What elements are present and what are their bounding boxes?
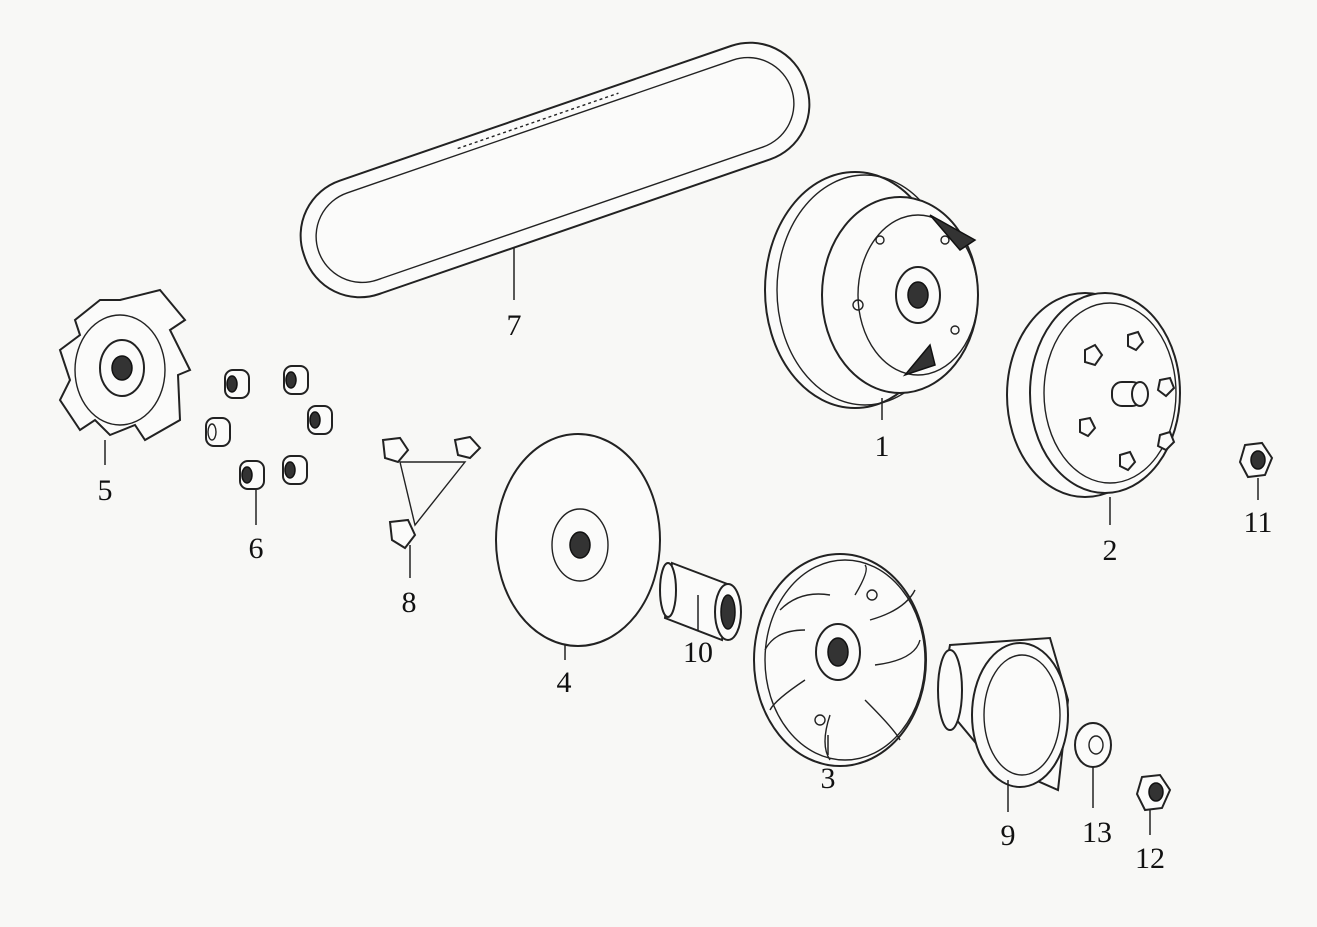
weight-rollers: [205, 365, 333, 490]
label-part-2: 2: [1103, 534, 1118, 567]
label-part-13: 13: [1082, 816, 1112, 849]
label-part-10: 10: [683, 636, 713, 669]
drive-belt: [299, 41, 811, 299]
collar-bushing: [659, 561, 742, 642]
drive-plate: [495, 433, 661, 647]
label-part-3: 3: [821, 762, 836, 795]
label-part-12: 12: [1135, 842, 1165, 875]
label-part-8: 8: [402, 586, 417, 619]
label-part-6: 6: [249, 532, 264, 565]
label-part-1: 1: [875, 430, 890, 463]
label-part-9: 9: [1001, 819, 1016, 852]
fixed-face-cup: [937, 636, 1070, 792]
nut-11: [1238, 441, 1274, 479]
clutch-assembly: [764, 171, 979, 409]
ramp-plate: [58, 288, 192, 442]
leader-lines: [104, 248, 1259, 835]
sliders: [381, 435, 482, 550]
label-part-5: 5: [98, 474, 113, 507]
clutch-bell: [1006, 292, 1181, 498]
label-part-4: 4: [557, 666, 572, 699]
fan-drive-face: [753, 553, 927, 767]
label-part-7: 7: [507, 309, 522, 342]
nut-12: [1135, 773, 1172, 812]
washer: [1074, 722, 1112, 768]
label-part-11: 11: [1244, 506, 1273, 539]
